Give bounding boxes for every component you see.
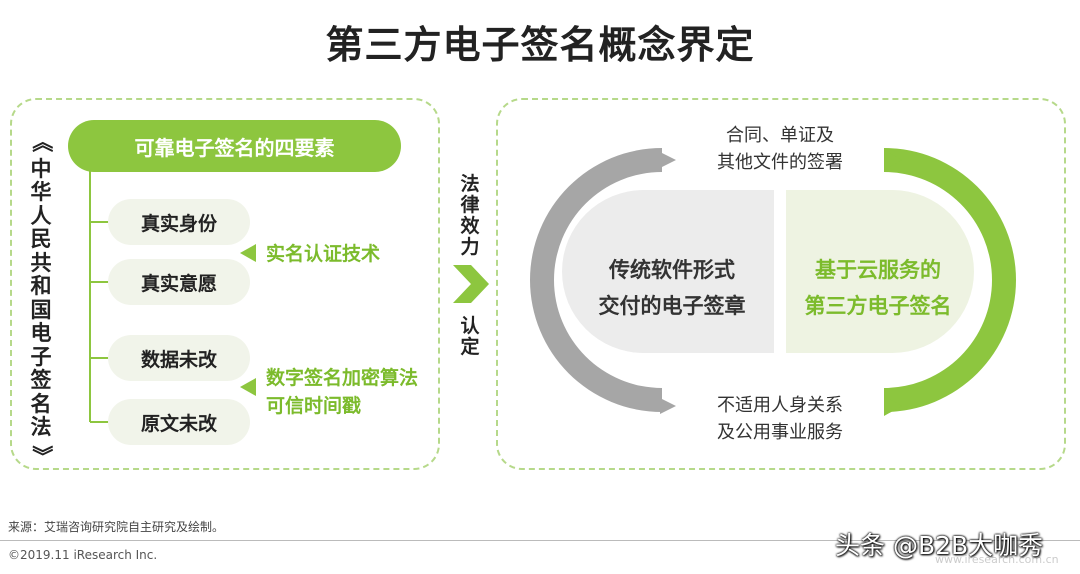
traditional-signature-text: 传统软件形式 交付的电子签章 (598, 258, 746, 318)
applicable-scope-note: 合同、单证及 其他文件的签署 (717, 125, 843, 173)
triangle-left-icon (240, 378, 256, 396)
exclusion-scope-note: 不适用人身关系 及公用事业服务 (717, 395, 843, 443)
element-data-unaltered: 数据未改 (108, 335, 250, 381)
triangle-left-icon (240, 244, 256, 262)
tech-trusted-timestamp: 可信时间戳 (266, 395, 362, 417)
law-open-bracket: 《 (29, 131, 54, 153)
source-note: 来源：艾瑞咨询研究院自主研究及绘制。 (8, 520, 225, 534)
cloud-signature-text: 基于云服务的 第三方电子签名 (804, 258, 952, 318)
watermark: 头条 @B2B大咖秀 (835, 531, 1044, 560)
page-title: 第三方电子签名概念界定 (325, 23, 755, 67)
element-text-unaltered: 原文未改 (108, 399, 250, 445)
element-real-intent: 真实意愿 (108, 259, 250, 305)
four-elements-header: 可靠电子签名的四要素 (68, 120, 401, 172)
law-name-vertical: 《 中华人民共和国电子签名法 》 (26, 130, 56, 467)
right-panel (496, 98, 1066, 470)
recognition-label: 认定 (460, 315, 480, 358)
copyright: ©2019.11 iResearch Inc. (8, 548, 158, 562)
traditional-signature-box (562, 190, 774, 353)
law-name: 中华人民共和国电子签名法 (30, 156, 52, 439)
left-panel (10, 98, 440, 470)
element-real-identity: 真实身份 (108, 199, 250, 245)
footer-divider (0, 540, 1080, 541)
law-close-bracket: 》 (29, 444, 54, 466)
chevron-right-icon (453, 265, 489, 303)
tech-realname-auth: 实名认证技术 (266, 243, 381, 265)
legal-effect-label: 法律效力 (460, 173, 480, 258)
site-url: www.iresearch.com.cn (935, 553, 1059, 566)
tech-digital-signature: 数字签名加密算法 (266, 367, 419, 389)
concept-arcs (530, 148, 1016, 416)
cloud-signature-box (786, 190, 974, 353)
